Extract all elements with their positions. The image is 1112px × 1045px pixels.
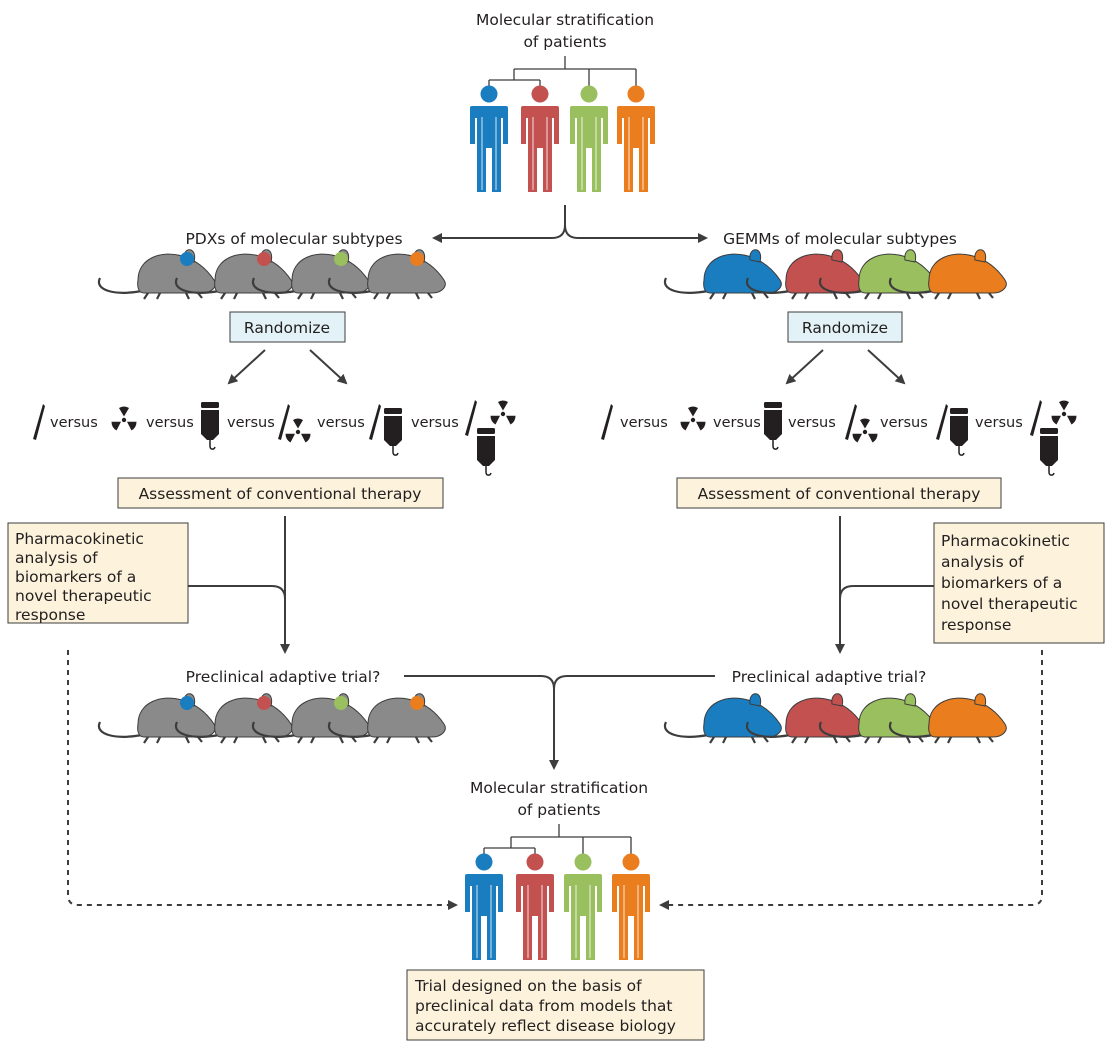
right-adaptive-mouse-group: [663, 692, 1008, 745]
bottom-patient-group: [464, 852, 651, 961]
versus-label: versus: [411, 415, 459, 431]
right-treatment-row: versus versus versus versus versus: [601, 400, 1077, 476]
pdx-mouse-blue-icon: [97, 692, 217, 745]
iv-bag-icon: [200, 401, 220, 450]
right-randomize-arrow-b: [867, 349, 906, 385]
right-adaptive-label: Preclinical adaptive trial?: [732, 668, 927, 686]
scalpel-icon: [33, 404, 45, 440]
trial-line1: Trial designed on the basis of: [414, 977, 642, 995]
right-randomize-arrow-a: [785, 349, 824, 385]
versus-label: versus: [713, 415, 761, 431]
left-pk-line4: novel therapeutic: [15, 587, 152, 605]
left-pk-line3: biomarkers of a: [15, 568, 136, 586]
radiation-icon: [285, 418, 311, 443]
patient-red-icon: [515, 852, 555, 961]
right-mouse-group: [663, 248, 1008, 301]
right-pk-line3: biomarkers of a: [941, 574, 1062, 592]
right-assessment-box: [676, 477, 1002, 509]
right-randomize-box: [787, 311, 903, 343]
left-adaptive-label: Preclinical adaptive trial?: [186, 668, 381, 686]
bottom-title-line1: Molecular stratification: [470, 779, 648, 797]
right-pk-line2: analysis of: [941, 553, 1024, 571]
left-pk-line5: response: [15, 606, 85, 624]
trial-design-box: [406, 969, 705, 1041]
left-pk-line1: Pharmacokinetic: [15, 530, 144, 548]
scalpel-icon: [369, 404, 381, 440]
left-adaptive-mouse-group: [97, 692, 447, 745]
left-model-label: PDXs of molecular subtypes: [185, 230, 402, 248]
left-assessment-box: [117, 477, 444, 509]
bottom-title-line2: of patients: [517, 801, 600, 819]
radiation-icon: [1051, 400, 1077, 425]
patient-orange-icon: [611, 852, 651, 961]
versus-label: versus: [788, 415, 836, 431]
iv-bag-icon: [383, 407, 403, 456]
right-pk-box: [933, 522, 1105, 644]
versus-label: versus: [880, 415, 928, 431]
versus-label: versus: [317, 415, 365, 431]
right-pk-line1: Pharmacokinetic: [941, 532, 1070, 550]
versus-label: versus: [146, 415, 194, 431]
iv-bag-icon: [763, 401, 783, 450]
top-patient-group: [469, 84, 656, 193]
versus-label: versus: [50, 415, 98, 431]
left-randomize-label: Randomize: [244, 319, 330, 337]
scalpel-icon: [936, 404, 948, 440]
top-title-line2: of patients: [523, 33, 606, 51]
scalpel-icon: [601, 404, 613, 440]
pdx-mouse-blue-icon: [97, 248, 217, 301]
right-randomize-label: Randomize: [802, 319, 888, 337]
right-model-label: GEMMs of molecular subtypes: [723, 230, 957, 248]
patient-red-icon: [520, 84, 560, 193]
left-mouse-group: [97, 248, 447, 301]
patient-blue-icon: [469, 84, 509, 193]
patient-green-icon: [563, 852, 603, 961]
patient-blue-icon: [464, 852, 504, 961]
versus-label: versus: [620, 415, 668, 431]
left-assessment-label: Assessment of conventional therapy: [139, 485, 422, 503]
left-dashed-feedback-arrow: [67, 650, 458, 910]
iv-bag-icon: [476, 427, 496, 476]
top-title-line1: Molecular stratification: [476, 11, 654, 29]
right-pk-line5: response: [941, 616, 1011, 634]
left-pk-connector: [188, 585, 286, 600]
left-pk-line2: analysis of: [15, 549, 98, 567]
right-dashed-feedback-arrow: [659, 650, 1043, 910]
top-stratification-tree: [488, 56, 637, 88]
iv-bag-icon: [1039, 427, 1059, 476]
left-treatment-row: versus versus versus versus versus: [33, 400, 516, 476]
top-split-brace: [432, 205, 566, 243]
patient-orange-icon: [616, 84, 656, 193]
radiation-icon: [111, 406, 137, 431]
radiation-icon: [852, 418, 878, 443]
radiation-icon: [680, 406, 706, 431]
left-randomize-arrow-b: [309, 349, 348, 385]
right-assessment-label: Assessment of conventional therapy: [698, 485, 981, 503]
versus-label: versus: [975, 415, 1023, 431]
right-pk-line4: novel therapeutic: [941, 595, 1078, 613]
bottom-stratification-tree: [483, 824, 632, 856]
scalpel-icon: [465, 400, 477, 436]
right-pk-connector: [839, 585, 934, 600]
versus-label: versus: [227, 415, 275, 431]
patient-green-icon: [569, 84, 609, 193]
trial-line2: preclinical data from models that: [415, 997, 673, 1015]
left-randomize-box: [229, 311, 346, 343]
left-pk-box: [7, 522, 189, 624]
left-randomize-arrow-a: [227, 349, 266, 385]
iv-bag-icon: [949, 407, 969, 456]
radiation-icon: [490, 400, 516, 425]
trial-line3: accurately reflect disease biology: [415, 1017, 676, 1035]
